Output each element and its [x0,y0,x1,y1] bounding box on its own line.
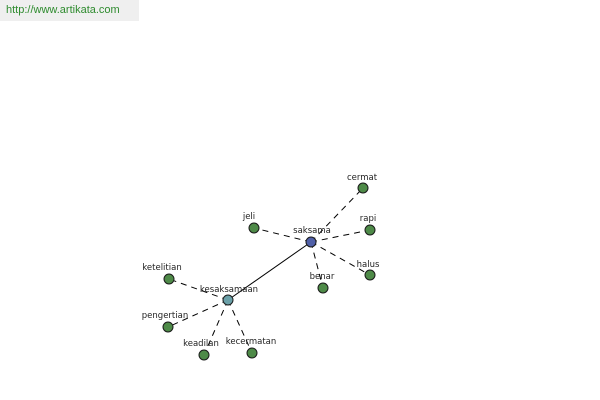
node-ketelitian[interactable] [163,273,175,285]
node-label-ketelitian[interactable]: ketelitian [142,263,181,273]
node-pengertian[interactable] [162,321,174,333]
node-label-kesaksamaan[interactable]: kesaksamaan [200,285,258,295]
node-kecermatan[interactable] [246,347,258,359]
node-label-keadilan[interactable]: keadilan [183,339,219,349]
node-label-kecermatan[interactable]: kecermatan [226,337,277,347]
node-jeli[interactable] [248,222,260,234]
edge-kesaksamaan-kecermatan [227,299,253,354]
edge-saksama-cermat [310,187,364,243]
node-label-jeli[interactable]: jeli [242,212,255,222]
node-label-saksama[interactable]: saksama [293,226,331,236]
node-saksama[interactable] [305,236,317,248]
node-rapi[interactable] [364,224,376,236]
edges-layer [167,187,371,356]
labels-layer: saksama kesaksamaan cermat jeli rapi halus ben… [142,173,380,349]
url-banner: http://www.artikata.com [0,0,139,21]
source-url-link[interactable]: http://www.artikata.com [6,4,120,16]
node-label-rapi[interactable]: rapi [360,214,376,224]
node-keadilan[interactable] [198,349,210,361]
node-label-pengertian[interactable]: pengertian [142,311,188,321]
node-benar[interactable] [317,282,329,294]
node-halus[interactable] [364,269,376,281]
edge-saksama-halus [310,241,371,276]
node-label-halus[interactable]: halus [357,260,380,270]
node-label-cermat[interactable]: cermat [347,173,378,183]
nodes-layer [162,182,376,361]
node-cermat[interactable] [357,182,369,194]
node-label-benar[interactable]: benar [310,272,335,282]
edge-saksama-jeli [253,227,312,243]
edge-saksama-kesaksamaan [227,241,312,301]
edge-saksama-benar [310,241,324,289]
node-kesaksamaan[interactable] [222,294,234,306]
